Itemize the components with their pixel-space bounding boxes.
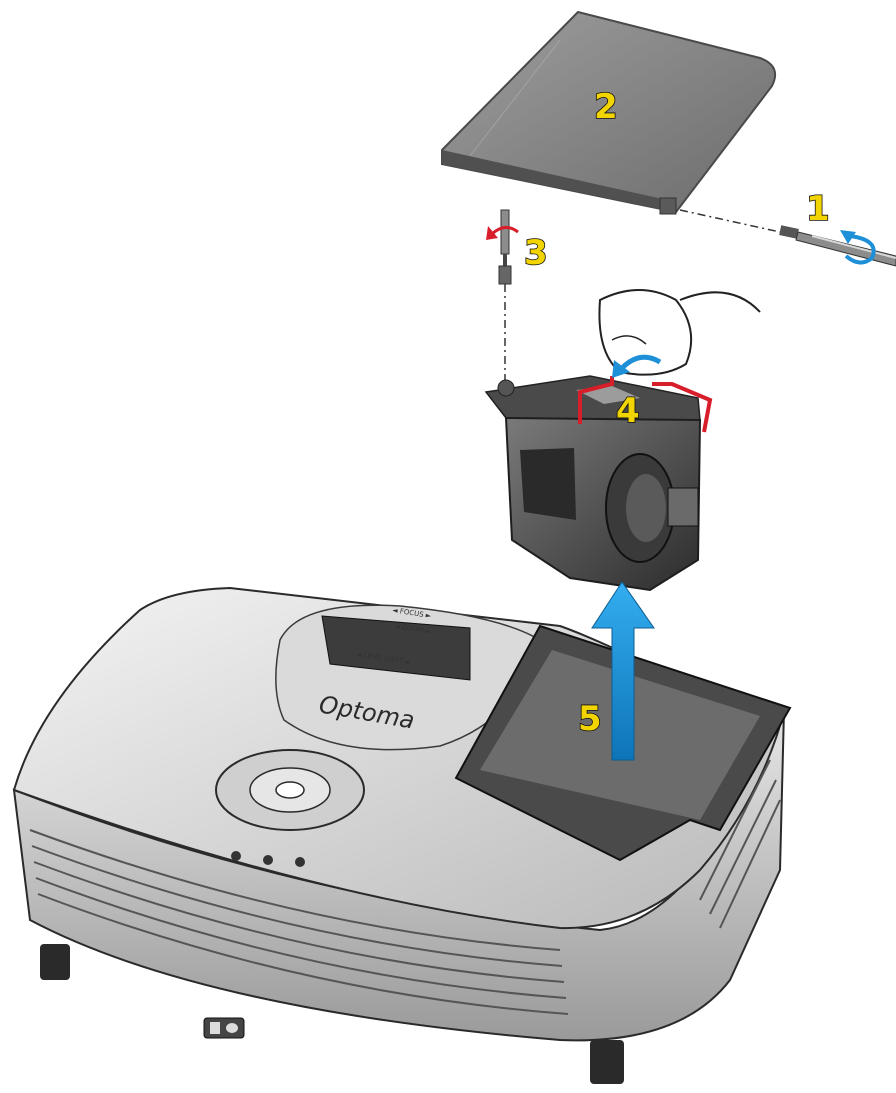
screwdriver-icon: [498, 209, 512, 390]
lift-arrow-icon: [591, 581, 655, 761]
latch-handle: [578, 376, 713, 433]
rotate-arrow-icon: [486, 226, 519, 240]
step-number-5: 5: [578, 699, 602, 739]
lock-icon: [203, 1017, 245, 1039]
step-number-3: 3: [524, 233, 548, 273]
lamp-module: [484, 375, 702, 592]
step-number-4: 4: [616, 391, 640, 431]
lamp-cover: [441, 10, 776, 215]
hand-icon: [598, 289, 761, 376]
step-number-2: 2: [594, 87, 618, 127]
step-number-1: 1: [806, 189, 830, 229]
rotate-arrow-icon: [612, 354, 662, 378]
rotate-arrow-icon: [840, 230, 876, 265]
projector-body: [12, 586, 792, 1084]
